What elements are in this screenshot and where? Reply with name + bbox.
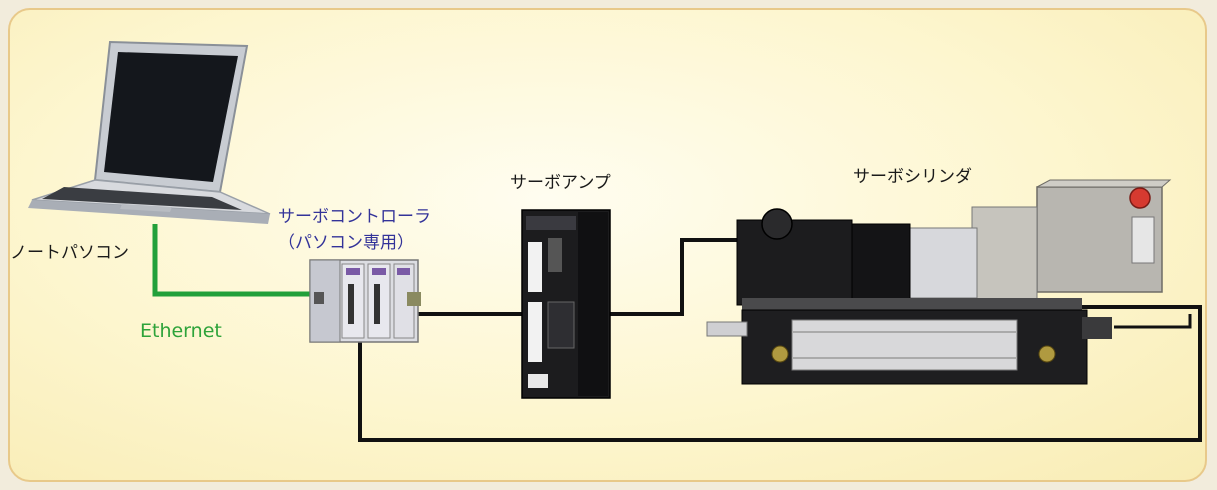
controller-label: サーボコントローラ (278, 207, 431, 227)
system-diagram (28, 40, 1202, 442)
servo-cylinder-icon (706, 179, 1172, 385)
amp-motor-cable (607, 238, 737, 316)
controller-sublabel: （パソコン専用） (278, 233, 414, 253)
laptop-label: ノートパソコン (10, 243, 129, 263)
feedback-cable (358, 305, 1202, 442)
laptop-icon (28, 40, 271, 224)
cables (152, 224, 1202, 442)
ethernet-label: Ethernet (140, 320, 222, 342)
cylinder-sensor-cable (1114, 314, 1192, 329)
servo-controller-icon (309, 259, 421, 343)
servo-amplifier-icon (521, 209, 611, 399)
amp-label: サーボアンプ (510, 173, 611, 193)
ethernet-cable (152, 224, 310, 297)
diagram-frame: ノートパソコン Ethernet サーボコントローラ （パソコン専用） サーボア… (8, 8, 1207, 482)
cylinder-label: サーボシリンダ (853, 167, 972, 187)
